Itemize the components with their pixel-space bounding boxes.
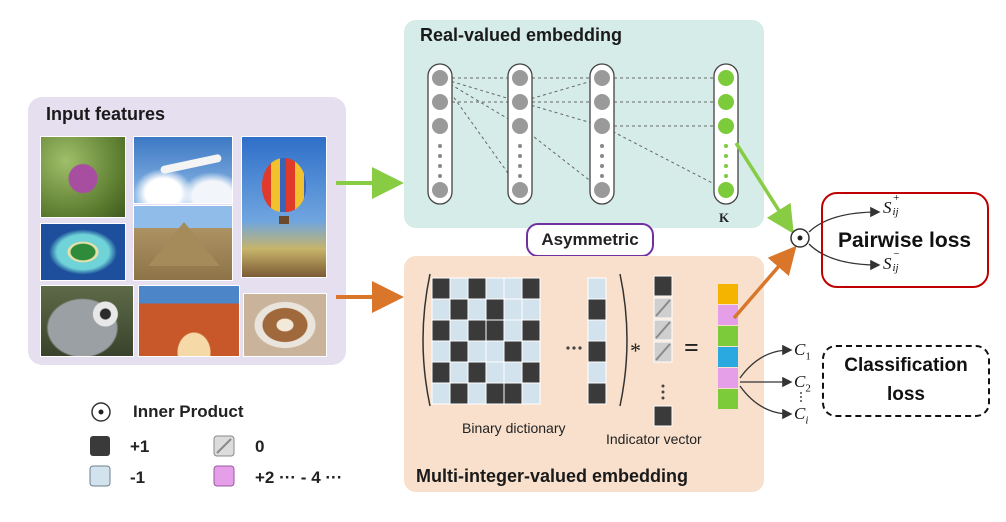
airplane-image	[133, 136, 233, 204]
pyramid-shape	[148, 222, 220, 266]
legend-inner-product: Inner Product	[133, 402, 244, 421]
legend-plus-two: +2 ··· - 4 ···	[255, 468, 343, 487]
result-cell	[718, 284, 738, 304]
c2-label: C2	[794, 372, 811, 395]
node	[432, 118, 448, 134]
real-valued-panel	[404, 20, 764, 228]
zero-hatch	[655, 343, 671, 361]
coffee-image	[243, 293, 327, 357]
c1-label: C1	[794, 340, 811, 363]
arch-image	[138, 285, 240, 357]
zero-hatch	[655, 321, 671, 339]
green-to-product-arrow	[734, 142, 794, 234]
zero-hatch	[655, 299, 671, 317]
matrix-cell	[587, 382, 607, 405]
k-label: K	[719, 210, 730, 225]
node	[512, 118, 528, 134]
indicator-vector-label: Indicator vector	[606, 431, 702, 447]
result-cell	[718, 326, 738, 346]
ci-label: Ci	[794, 404, 809, 427]
node	[594, 118, 610, 134]
result-cell	[718, 389, 738, 409]
classification-loss-label-2: loss	[886, 384, 926, 405]
node	[512, 70, 528, 86]
node	[512, 94, 528, 110]
node	[594, 182, 610, 198]
parrot-image	[40, 285, 134, 357]
matrix-cell	[521, 382, 541, 405]
legend-symbols	[89, 402, 235, 487]
balloon-shape	[262, 158, 306, 212]
indicator-cell	[653, 275, 673, 297]
node	[432, 182, 448, 198]
node	[594, 94, 610, 110]
flower-image	[40, 136, 126, 218]
plus-two-swatch	[213, 465, 235, 487]
equals-symbol: =	[684, 333, 699, 362]
result-cell	[718, 305, 738, 325]
result-cell	[718, 347, 738, 367]
pairwise-loss-box	[821, 192, 989, 288]
balloon-basket	[279, 216, 289, 224]
legend-zero: 0	[255, 437, 265, 456]
minus-one-swatch	[89, 465, 111, 487]
s-plus-label: S+ij	[883, 192, 900, 218]
island-image	[40, 223, 126, 281]
orange-to-product-arrow	[732, 245, 797, 320]
node	[432, 94, 448, 110]
result-cell	[718, 368, 738, 388]
legend-plus-one: +1	[130, 437, 150, 456]
binary-dictionary-label: Binary dictionary	[462, 420, 566, 436]
asymmetric-label: Asymmetric	[541, 230, 639, 249]
node	[432, 70, 448, 86]
indicator-cell	[653, 405, 673, 427]
classification-loss-box	[822, 345, 990, 417]
classification-loss-label-1: Classification	[844, 355, 968, 376]
input-features-title: Input features	[46, 104, 166, 124]
node	[512, 182, 528, 198]
output-node	[718, 94, 734, 110]
legend-minus-one: -1	[130, 468, 146, 487]
binary-dictionary-matrix: * =	[422, 273, 738, 427]
real-valued-title: Real-valued embedding	[420, 25, 623, 45]
pairwise-loss-label: Pairwise loss	[838, 229, 972, 252]
output-node	[718, 70, 734, 86]
output-node	[718, 118, 734, 134]
multi-integer-title: Multi-integer-valued embedding	[416, 466, 689, 486]
multiply-symbol: *	[630, 338, 641, 363]
output-node	[718, 182, 734, 198]
plus-one-swatch	[90, 436, 110, 456]
neural-network: K	[427, 63, 739, 225]
node	[594, 70, 610, 86]
s-minus-label: S−ij	[883, 248, 900, 274]
